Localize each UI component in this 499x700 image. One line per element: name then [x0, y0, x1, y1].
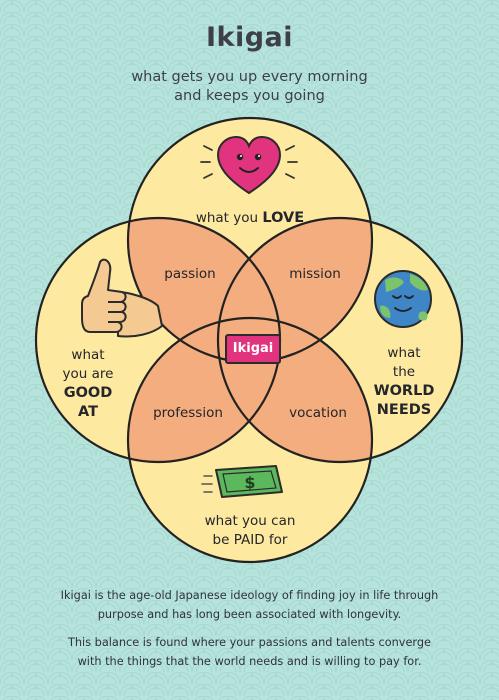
good-line-4: AT — [78, 404, 98, 420]
label-what-you-are-good-at: what you are GOOD AT — [48, 346, 128, 422]
label-what-you-can-be-paid-for: what you can be PAID for — [180, 512, 320, 550]
svg-text:$: $ — [244, 473, 255, 492]
footer-p2-line-2: with the things that the world needs and… — [77, 655, 422, 668]
good-line-1: what — [71, 347, 105, 363]
label-what-the-world-needs: what the WORLD NEEDS — [364, 344, 444, 420]
good-line-2: you are — [62, 366, 114, 382]
footer-p2-line-1: This balance is found where your passion… — [68, 636, 431, 649]
label-profession: profession — [153, 405, 223, 421]
good-line-3: GOOD — [63, 385, 113, 401]
world-line-4: NEEDS — [376, 402, 432, 418]
paid-line-1: what you can — [204, 513, 296, 529]
ikigai-center-badge: Ikigai — [225, 334, 281, 364]
footer-p1-line-2: purpose and has long been associated wit… — [97, 608, 402, 621]
page-title: Ikigai — [205, 22, 294, 53]
thumbs-up-icon — [81, 258, 163, 338]
money-icon: $ — [201, 465, 283, 498]
label-mission: mission — [289, 266, 341, 282]
label-passion: passion — [164, 266, 216, 282]
label-what-you-love: what you LOVE — [170, 209, 330, 228]
subtitle-line-2: and keeps you going — [174, 88, 325, 104]
world-line-3: WORLD — [373, 383, 435, 399]
heart-icon — [200, 135, 298, 195]
subtitle-line-1: what gets you up every morning — [131, 69, 368, 85]
world-line-1: what — [387, 345, 421, 361]
footer-paragraph-1: Ikigai is the age-old Japanese ideology … — [20, 586, 479, 624]
subtitle: what gets you up every morning and keeps… — [0, 68, 499, 106]
footer-paragraph-2: This balance is found where your passion… — [20, 633, 479, 671]
earth-icon — [374, 270, 432, 328]
paid-line-2: be PAID for — [212, 532, 288, 548]
label-vocation: vocation — [289, 405, 347, 421]
footer-p1-line-1: Ikigai is the age-old Japanese ideology … — [60, 589, 439, 602]
label-love-prefix: what you — [195, 210, 263, 226]
world-line-2: the — [392, 364, 416, 380]
label-love-strong: LOVE — [262, 210, 305, 226]
